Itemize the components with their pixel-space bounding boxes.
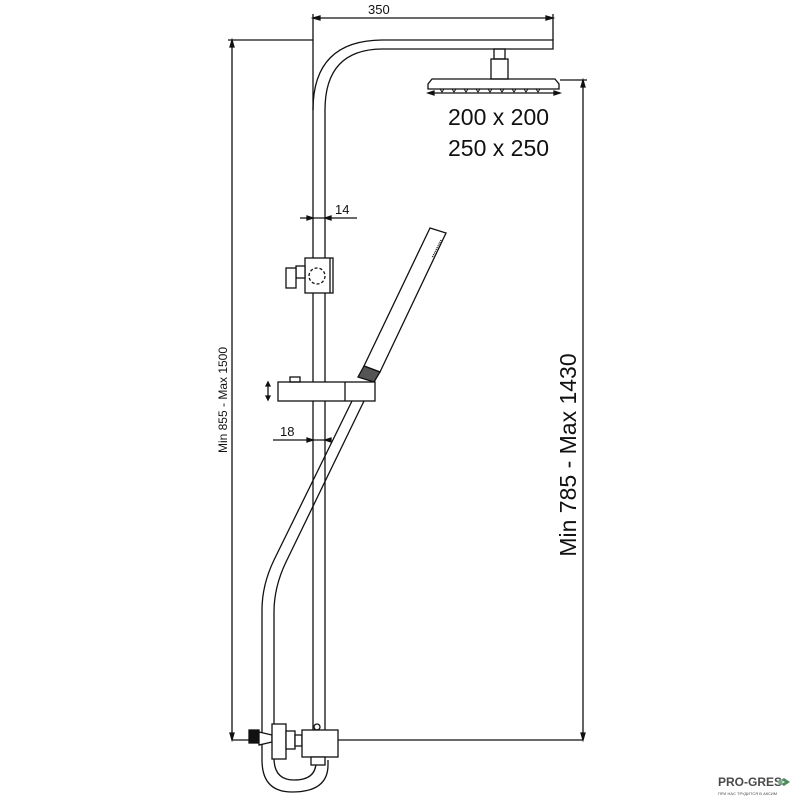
logo-arrow-icon xyxy=(781,778,790,786)
arm-length-label: 350 xyxy=(368,2,390,17)
rail-diameter-dimension: 14 xyxy=(300,202,357,221)
head-size-label-1: 200 x 200 xyxy=(448,104,549,130)
slider-offset-dimension: 18 xyxy=(273,424,332,443)
pro-gres-logo: PRO-GRES ПРИ НАС ТРУДИТСЯ В АКСИМ xyxy=(718,775,790,796)
shower-hose xyxy=(261,400,365,793)
rain-shower-head xyxy=(425,48,563,96)
arm-length-dimension: 350 xyxy=(310,2,556,110)
slider-offset-label: 18 xyxy=(280,424,294,439)
total-height-label: Min 855 - Max 1500 xyxy=(216,347,230,453)
head-size-label-2: 250 x 250 xyxy=(448,135,549,161)
slider-holder xyxy=(264,376,376,402)
rail-diameter-label: 14 xyxy=(335,202,349,217)
logo-name: PRO-GRES xyxy=(718,775,782,789)
hand-shower xyxy=(357,227,447,383)
rail-bracket xyxy=(285,257,334,294)
head-height-label: Min 785 - Max 1430 xyxy=(555,353,581,556)
shower-rail xyxy=(312,39,554,735)
logo-tagline: ПРИ НАС ТРУДИТСЯ В АКСИМ xyxy=(718,791,777,796)
head-height-dimension: Min 785 - Max 1430 xyxy=(555,77,587,743)
logo-diamond-icon xyxy=(777,779,783,785)
diverter-valve xyxy=(248,723,339,766)
total-height-dimension: Min 855 - Max 1500 xyxy=(216,37,313,743)
